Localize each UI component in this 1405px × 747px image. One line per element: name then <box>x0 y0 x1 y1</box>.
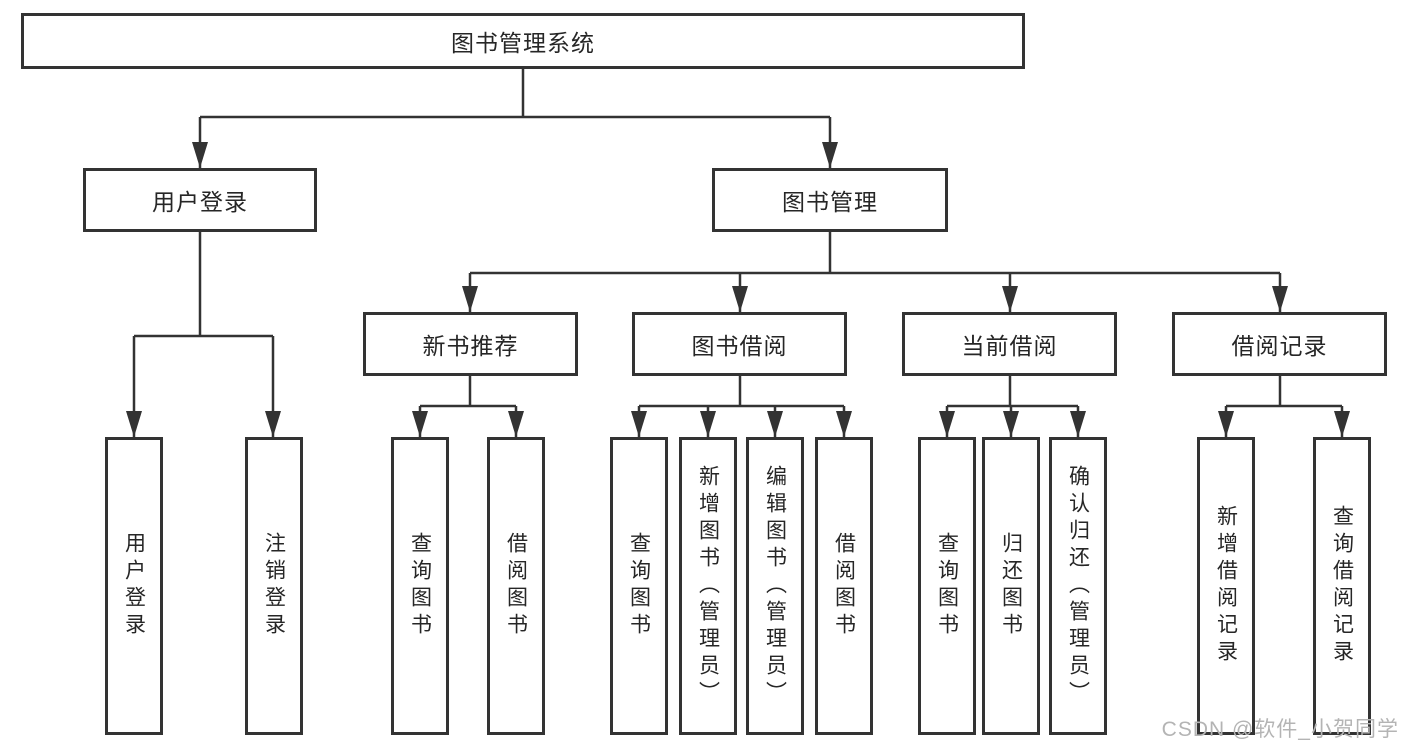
connector-user-bus <box>134 232 273 338</box>
node-edit-book-admin: 编辑图书（管理员） <box>746 437 804 735</box>
node-add-book-admin: 新增图书（管理员） <box>679 437 737 735</box>
connector-mgmt-bus <box>470 232 1280 275</box>
node-book-borrow: 图书借阅 <box>632 312 847 376</box>
node-user-login-leaf: 用户登录 <box>105 437 163 735</box>
node-query-borrow-record: 查询借阅记录 <box>1313 437 1371 735</box>
connector-root-bus <box>200 69 830 119</box>
connector-borrow-bus <box>639 376 844 408</box>
connector-records-bus <box>1226 376 1342 408</box>
node-root: 图书管理系统 <box>21 13 1025 69</box>
node-book-management: 图书管理 <box>712 168 948 232</box>
node-current-borrow: 当前借阅 <box>902 312 1117 376</box>
csdn-watermark: CSDN @软件_小贺同学 <box>1161 718 1399 741</box>
node-user-login: 用户登录 <box>83 168 317 232</box>
node-logout-leaf: 注销登录 <box>245 437 303 735</box>
node-query-books-recommend: 查询图书 <box>391 437 449 735</box>
node-query-books-borrow: 查询图书 <box>610 437 668 735</box>
node-add-borrow-record: 新增借阅记录 <box>1197 437 1255 735</box>
node-borrow-books-recommend: 借阅图书 <box>487 437 545 735</box>
node-new-book-recommend: 新书推荐 <box>363 312 578 376</box>
connector-recommend-bus <box>420 376 516 408</box>
node-return-books: 归还图书 <box>982 437 1040 735</box>
node-borrow-records: 借阅记录 <box>1172 312 1387 376</box>
node-borrow-books-leaf: 借阅图书 <box>815 437 873 735</box>
node-confirm-return-admin: 确认归还（管理员） <box>1049 437 1107 735</box>
connector-current-bus <box>947 376 1078 408</box>
node-query-books-current: 查询图书 <box>918 437 976 735</box>
